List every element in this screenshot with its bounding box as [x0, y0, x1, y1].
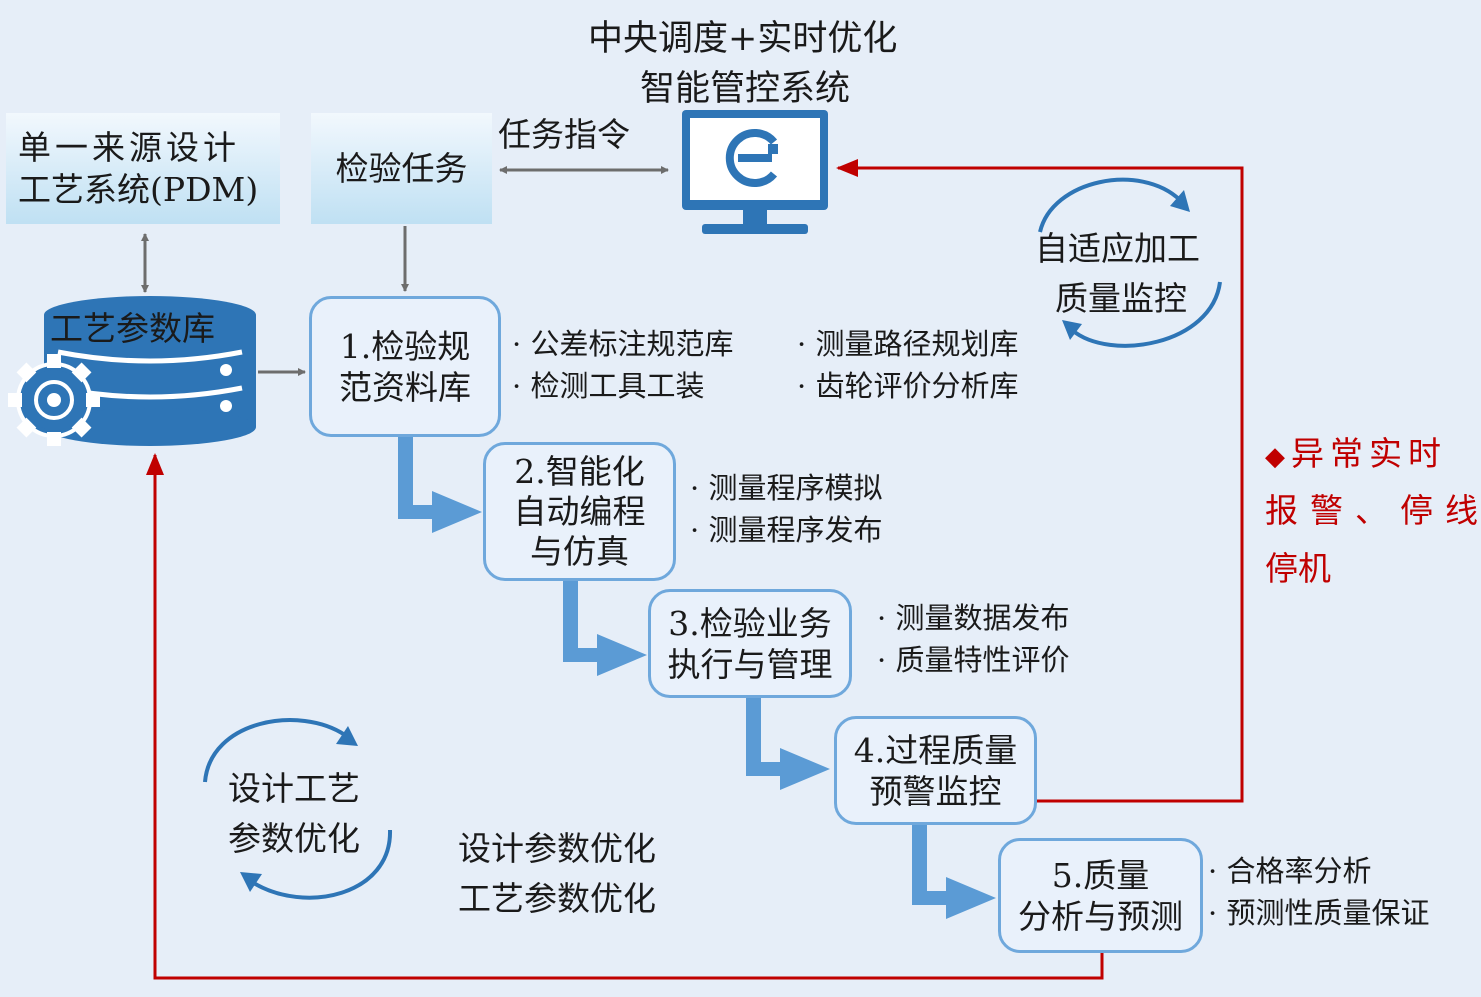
optimization-feedback-line — [146, 453, 1104, 980]
design-cycle-arrow-bottom — [250, 829, 393, 900]
alarm-diamond-icon: ◆ — [1265, 442, 1291, 472]
alarm-line3: 停机 — [1265, 549, 1331, 588]
adaptive-cycle-line2: 质量监控 — [1055, 279, 1187, 318]
bullet-item: 测量路径规划库 — [797, 323, 1018, 365]
pdm-line1: 单一来源设计 — [18, 127, 240, 167]
step-2-box: 2.智能化 自动编程 与仿真 — [483, 442, 676, 581]
step-1-bullets: 公差标注规范库 检测工具工装 — [512, 323, 733, 407]
flow-arrow-1-2 — [398, 436, 482, 533]
bullet-item: 测量数据发布 — [877, 597, 1069, 639]
adaptive-cycle-arrow-top — [1038, 177, 1182, 233]
adaptive-cycle-line1: 自适应加工 — [1035, 229, 1200, 268]
bullet-item: 测量程序模拟 — [690, 467, 882, 509]
inspection-task-box: 检验任务 — [311, 113, 492, 224]
step-5-box: 5.质量 分析与预测 — [998, 838, 1203, 953]
step-3-line1: 3.检验业务 — [668, 603, 832, 643]
bullet-item: 检测工具工装 — [512, 365, 733, 407]
design-cycle-arrowhead-top — [336, 726, 358, 746]
bullet-item: 测量程序发布 — [690, 509, 882, 551]
alarm-line1-text: 异常实时 — [1291, 434, 1447, 473]
command-label: 任务指令 — [498, 115, 630, 154]
step-3-box: 3.检验业务 执行与管理 — [648, 589, 852, 698]
step-2-line1: 2.智能化 — [514, 451, 645, 491]
alarm-line2: 报警、停线 — [1265, 491, 1481, 530]
inspection-task-label: 检验任务 — [335, 148, 468, 188]
database-label: 工艺参数库 — [50, 309, 215, 348]
bullet-item: 公差标注规范库 — [512, 323, 733, 365]
step-4-line1: 4.过程质量 — [853, 730, 1018, 770]
adaptive-cycle-arrow-bottom — [1070, 281, 1222, 348]
bullet-item: 合格率分析 — [1208, 850, 1429, 892]
alarm-line1: ◆异常实时 — [1265, 427, 1447, 475]
step-2-line3: 与仿真 — [530, 531, 629, 571]
adaptive-cycle-arrowhead-top — [1170, 190, 1190, 212]
optimization-line1: 设计参数优化 — [458, 829, 656, 868]
step-5-line1: 5.质量 — [1051, 855, 1150, 895]
bullet-item: 质量特性评价 — [877, 639, 1069, 681]
step-4-line2: 预警监控 — [869, 771, 1002, 811]
step-4-box: 4.过程质量 预警监控 — [834, 716, 1037, 825]
step-1-line2: 范资料库 — [339, 367, 471, 407]
design-cycle-line2: 参数优化 — [228, 819, 360, 858]
header-subtitle: 智能管控系统 — [640, 69, 851, 109]
adaptive-cycle-arrowhead-bottom — [1062, 320, 1082, 340]
database-icon — [8, 296, 256, 446]
step-5-line2: 分析与预测 — [1018, 896, 1183, 936]
design-cycle-line1: 设计工艺 — [228, 769, 360, 808]
flow-arrow-4-5 — [912, 824, 996, 919]
step-5-bullets: 合格率分析 预测性质量保证 — [1208, 850, 1429, 934]
pdm-line2: 工艺系统(PDM) — [18, 169, 259, 209]
design-cycle-arrow-top — [203, 718, 347, 783]
pdm-system-box: 单一来源设计 工艺系统(PDM) — [6, 113, 280, 224]
step-3-line2: 执行与管理 — [667, 644, 833, 684]
flow-arrow-2-3 — [563, 580, 647, 676]
step-1-box: 1.检验规 范资料库 — [309, 296, 501, 437]
monitor-icon — [682, 110, 828, 234]
alarm-feedback-line — [836, 159, 1244, 803]
header-title: 中央调度+实时优化 — [588, 19, 898, 59]
bullet-item: 预测性质量保证 — [1208, 892, 1429, 934]
step-2-bullets: 测量程序模拟 测量程序发布 — [690, 467, 882, 551]
design-cycle-arrowhead-bottom — [240, 872, 262, 892]
step-3-bullets: 测量数据发布 质量特性评价 — [877, 597, 1069, 681]
optimization-line2: 工艺参数优化 — [458, 879, 656, 918]
bullet-item: 齿轮评价分析库 — [797, 365, 1018, 407]
step-1-line1: 1.检验规 — [339, 326, 471, 366]
step-1-bullets-right: 测量路径规划库 齿轮评价分析库 — [797, 323, 1018, 407]
step-2-line2: 自动编程 — [513, 491, 646, 531]
flow-arrow-3-4 — [746, 697, 830, 790]
